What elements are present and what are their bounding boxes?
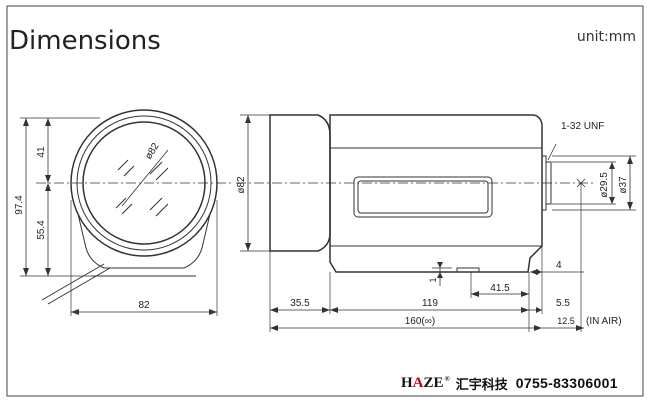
front-dim-97-4: 97.4 bbox=[14, 195, 25, 215]
side-window bbox=[353, 176, 493, 218]
unit-label: unit:mm bbox=[576, 29, 636, 45]
side-mount-thread bbox=[547, 143, 557, 161]
front-glare-marks bbox=[115, 159, 169, 217]
side-dim-dia-82: ø82 bbox=[236, 176, 247, 194]
front-dim-41: 41 bbox=[36, 146, 47, 158]
side-dim-119: 119 bbox=[422, 298, 438, 309]
footer-brand: HAZE® 汇宇科技 0755-83306001 bbox=[401, 375, 618, 393]
side-body bbox=[329, 114, 543, 273]
focal-point-mark bbox=[576, 178, 586, 188]
front-dim-55-4: 55.4 bbox=[36, 220, 47, 240]
front-diameter-label: ø82 bbox=[143, 141, 162, 162]
page-title: Dimensions bbox=[9, 26, 161, 56]
side-dim-1: 1 bbox=[428, 277, 438, 282]
company-name: 汇宇科技 bbox=[455, 377, 508, 393]
side-dim-29-5: ø29.5 bbox=[599, 172, 610, 198]
company-phone: 0755-83306001 bbox=[515, 375, 618, 391]
side-in-air: (IN AIR) bbox=[586, 316, 622, 327]
front-cable bbox=[41, 263, 111, 305]
logo-a: A bbox=[412, 374, 424, 391]
side-dim-37: ø37 bbox=[618, 176, 629, 194]
side-bottom-tab bbox=[456, 267, 480, 273]
logo-registered: ® bbox=[444, 374, 450, 383]
side-dim-35-5: 35.5 bbox=[290, 298, 310, 309]
front-arrows bbox=[23, 118, 217, 315]
logo-ze: ZE bbox=[423, 374, 444, 391]
side-dim-41-5: 41.5 bbox=[490, 283, 510, 294]
side-thread-label: 1-32 UNF bbox=[561, 121, 604, 132]
side-arrows bbox=[245, 115, 633, 331]
brand-logo: HAZE® bbox=[401, 375, 450, 392]
front-bracket bbox=[77, 213, 211, 269]
front-dim-82: 82 bbox=[138, 300, 150, 311]
side-view bbox=[236, 114, 636, 332]
page-border bbox=[6, 5, 644, 397]
side-dim-4: 4 bbox=[556, 260, 562, 271]
front-view bbox=[20, 109, 232, 316]
side-dim-160: 160(∞) bbox=[405, 316, 435, 327]
side-dim-12-5: 12.5 bbox=[557, 316, 575, 326]
side-window-inner bbox=[357, 180, 489, 214]
logo-h: H bbox=[401, 374, 413, 391]
front-diag-leader bbox=[121, 149, 169, 207]
side-dim-5-5: 5.5 bbox=[556, 298, 570, 309]
